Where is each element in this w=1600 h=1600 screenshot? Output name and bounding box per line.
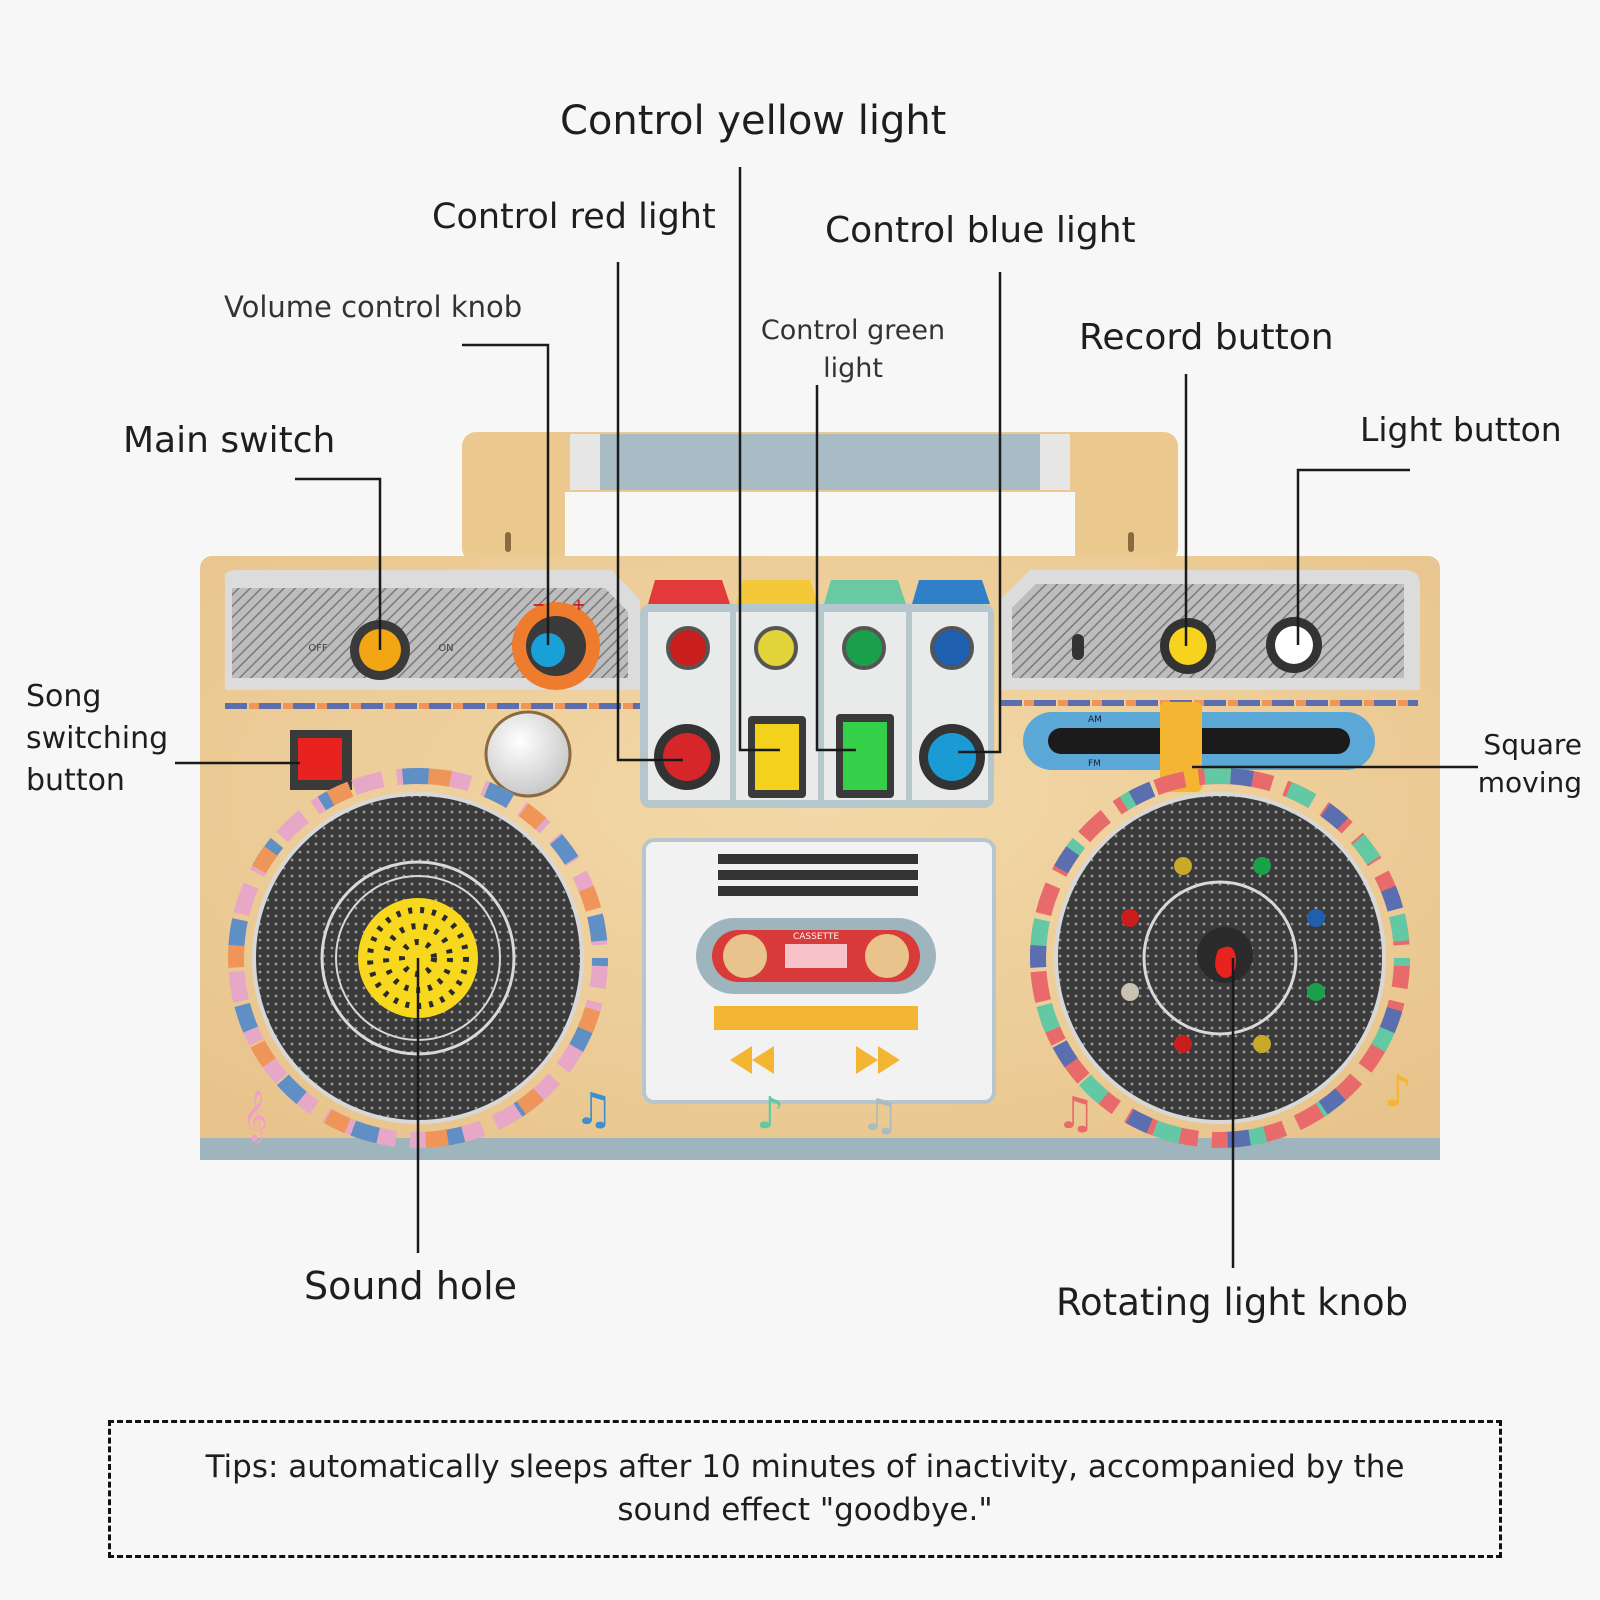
svg-text:𝄞: 𝄞	[242, 1090, 268, 1143]
switch-off-text: OFF	[308, 643, 328, 654]
leader-lines	[175, 167, 1478, 1268]
label-main-switch: Main switch	[123, 420, 336, 461]
label-control-yellow-light: Control yellow light	[560, 98, 947, 144]
red-led-icon	[666, 626, 710, 670]
label-control-green-light: Control green light	[760, 315, 946, 384]
svg-text:♫: ♫	[860, 1090, 899, 1141]
svg-text:+: +	[572, 595, 585, 614]
yellow-led-icon	[754, 626, 798, 670]
svg-text:♪: ♪	[756, 1088, 784, 1139]
svg-text:♫: ♫	[574, 1084, 613, 1135]
light-dome	[484, 710, 572, 798]
label-control-red-light: Control red light	[432, 197, 716, 237]
label-rotating-light-knob: Rotating light knob	[1056, 1281, 1409, 1324]
label-sound-hole: Sound hole	[304, 1264, 518, 1308]
switch-on-text: ON	[438, 643, 453, 654]
label-volume-control-knob: Volume control knob	[224, 290, 523, 324]
label-song-switching-button: Song switching button	[26, 679, 169, 798]
tips-box: Tips: automatically sleeps after 10 minu…	[108, 1420, 1502, 1558]
svg-text:♫: ♫	[1056, 1088, 1095, 1139]
center-light-panel	[640, 580, 994, 808]
svg-text:♪: ♪	[1384, 1066, 1412, 1117]
handle	[462, 432, 1178, 572]
label-square-moving: Square moving	[1477, 728, 1582, 799]
music-notes-decoration: 𝄞 ♫ ♪ ♫ ♫ ♪	[242, 1066, 1412, 1143]
label-control-blue-light: Control blue light	[825, 210, 1136, 251]
cassette: CASSETTE	[642, 838, 996, 1104]
tuner-am-text: AM	[1088, 715, 1102, 725]
cassette-label: CASSETTE	[793, 932, 839, 942]
tips-text: Tips: automatically sleeps after 10 minu…	[205, 1449, 1405, 1528]
label-record-button: Record button	[1079, 317, 1334, 358]
svg-text:−: −	[532, 595, 545, 614]
green-led-icon	[842, 626, 886, 670]
label-light-button: Light button	[1360, 410, 1562, 449]
square-moving-slider[interactable]	[1160, 702, 1202, 792]
microphone-icon	[1072, 634, 1084, 660]
tuner-fm-text: FM	[1088, 759, 1101, 769]
blue-led-icon	[930, 626, 974, 670]
